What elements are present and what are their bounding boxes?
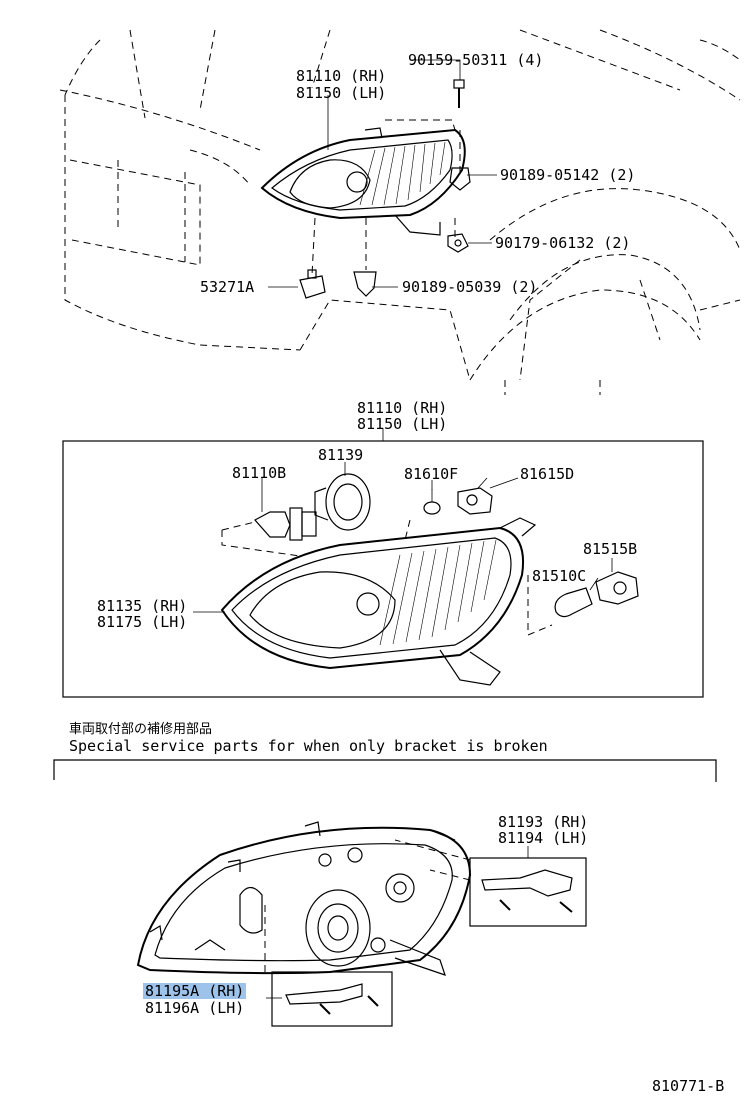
note-japanese: 車両取付部の補修用部品	[69, 722, 213, 737]
label-81110b: 81110B	[232, 464, 287, 482]
label-81150-lh-top: 81150 (LH)	[296, 84, 387, 102]
socket-81139	[314, 473, 371, 531]
diagram-id: 810771-B	[652, 1077, 725, 1095]
socket-81615d	[457, 487, 493, 515]
label-81110-rh-mid: 81110 (RH)	[357, 399, 448, 417]
label-90189-05039: 90189-05039 (2)	[402, 278, 538, 296]
label-81193-rh: 81193 (RH)	[498, 813, 589, 831]
label-81139: 81139	[318, 446, 364, 464]
bulb-81510c	[554, 587, 593, 618]
socket-81515b	[595, 571, 639, 605]
note-english: Special service parts for when only brac…	[69, 737, 548, 755]
clip-90189-05142	[449, 167, 471, 191]
label-81515b: 81515B	[583, 540, 638, 558]
headlamp-housing-81135	[220, 517, 537, 686]
label-81110-rh-top: 81110 (RH)	[296, 67, 387, 85]
label-81196a-lh: 81196A (LH)	[145, 999, 245, 1017]
label-81615d: 81615D	[520, 465, 575, 483]
label-81194-lh: 81194 (LH)	[498, 829, 589, 847]
label-81150-lh-mid: 81150 (LH)	[357, 415, 448, 433]
bulb-81610f	[423, 489, 441, 515]
label-53271a: 53271A	[200, 278, 255, 296]
headlamp-assembly-top	[260, 127, 466, 236]
headlamp-exploded-frame	[62, 440, 704, 698]
leader-lines-top	[268, 59, 497, 288]
vehicle-body-outline	[59, 29, 741, 395]
service-parts-bracket-frame	[53, 759, 717, 782]
label-90189-05142: 90189-05142 (2)	[500, 166, 636, 184]
label-81135-rh: 81135 (RH)	[97, 597, 188, 615]
connector-53271a	[299, 269, 326, 299]
label-81175-lh: 81175 (LH)	[97, 613, 188, 631]
nut-90179	[447, 233, 469, 253]
label-81195a-rh-highlighted[interactable]: 81195A (RH)	[143, 982, 247, 1000]
label-90159-50311: 90159-50311 (4)	[408, 51, 544, 69]
clip-90189-05039	[353, 271, 377, 297]
label-90179-06132: 90179-06132 (2)	[495, 234, 631, 252]
bracket-kit-81193-frame	[394, 839, 587, 927]
leader-lines-middle	[193, 462, 613, 636]
headlamp-rear-view	[136, 821, 472, 976]
bracket-kit-81195a-frame	[264, 900, 393, 1027]
bulb-81110b	[254, 507, 317, 541]
label-81610f: 81610F	[404, 465, 459, 483]
fastener-bolt-90159	[453, 79, 465, 108]
label-81510c: 81510C	[532, 567, 587, 585]
